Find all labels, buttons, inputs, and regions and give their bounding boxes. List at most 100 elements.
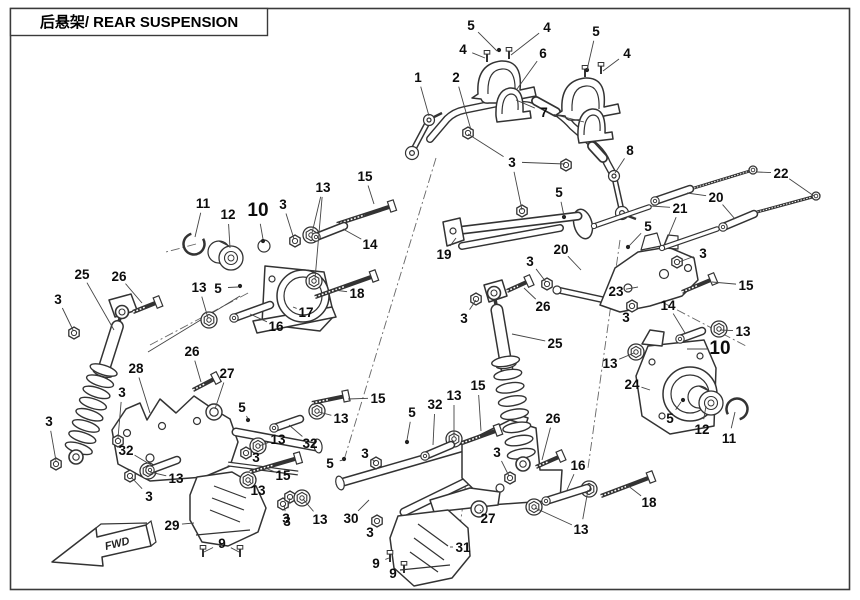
stabilizer-clamp-outer-right (555, 77, 621, 121)
leader-line (449, 237, 457, 247)
callout-26: 26 (535, 299, 551, 314)
leader-line (86, 282, 115, 331)
leader-line (50, 430, 57, 462)
upper-arm (442, 208, 594, 250)
leader-line (134, 454, 152, 466)
callout-3: 3 (622, 310, 630, 325)
fwd-arrow: FWD (51, 519, 157, 567)
callout-15: 15 (470, 378, 486, 393)
stabilizer-bushing-clamp-right (577, 108, 614, 144)
nut (516, 204, 528, 218)
bushing (470, 500, 488, 518)
leader-line (469, 299, 477, 310)
leader-line (501, 460, 510, 477)
bolt (314, 269, 380, 299)
bearing-carrier-right (635, 329, 718, 435)
callout-3: 3 (366, 525, 374, 540)
leader-line (641, 386, 651, 391)
callout-6: 6 (539, 46, 547, 61)
leader-line (534, 507, 573, 526)
callout-32: 32 (118, 443, 133, 458)
leader-line (719, 329, 734, 332)
leader-line (560, 201, 565, 217)
callout-17: 17 (298, 305, 313, 320)
callout-28: 28 (128, 361, 144, 376)
small-bolt (483, 50, 491, 62)
callout-16: 16 (570, 458, 586, 473)
callout-20: 20 (553, 242, 568, 257)
callout-13: 13 (573, 522, 589, 537)
spacer-sleeve (269, 414, 305, 433)
leader-line (788, 178, 815, 197)
callout-15: 15 (370, 391, 386, 406)
callout-5: 5 (666, 411, 674, 426)
callout-31: 31 (455, 540, 471, 555)
leader-line (675, 401, 682, 411)
leader-line (194, 212, 202, 238)
leader-line (420, 86, 430, 117)
callout-3: 3 (460, 311, 468, 326)
callout-20: 20 (708, 190, 723, 205)
page-frame (9, 7, 851, 591)
flange-nut (308, 402, 326, 420)
nut (370, 456, 382, 470)
callout-1: 1 (414, 70, 422, 85)
spacer-sleeve (541, 483, 592, 506)
small-bolt (386, 550, 394, 562)
callout-10: 10 (709, 338, 730, 359)
callout-2: 2 (452, 70, 460, 85)
callout-3: 3 (699, 246, 707, 261)
callout-18: 18 (349, 286, 365, 301)
callout-9: 9 (372, 556, 380, 571)
leader-line (283, 504, 286, 512)
callout-3: 3 (508, 155, 516, 170)
callout-19: 19 (436, 247, 451, 262)
leader-line (138, 377, 151, 414)
leader-line (626, 484, 642, 497)
leader-line (372, 459, 376, 463)
callout-27: 27 (219, 366, 234, 381)
callout-10: 10 (247, 200, 268, 221)
leader-line (458, 86, 472, 131)
leader-line (339, 459, 344, 462)
bolt (600, 470, 657, 498)
callout-3: 3 (493, 445, 501, 460)
leader-line (227, 286, 239, 288)
nut (470, 292, 482, 306)
nut (371, 514, 383, 528)
callout-21: 21 (672, 201, 688, 216)
callout-22: 22 (773, 166, 788, 181)
callout-13: 13 (315, 180, 331, 195)
snap-ring (182, 232, 206, 256)
leader-line (214, 382, 225, 410)
small-bolt (400, 561, 408, 573)
callout-5: 5 (592, 24, 600, 39)
callout-4: 4 (623, 46, 631, 61)
leader-line (672, 313, 686, 334)
leader-line (664, 217, 677, 245)
leader-line (650, 205, 671, 208)
leader-line (510, 32, 540, 56)
callout-3: 3 (282, 511, 290, 526)
leader-line (333, 289, 348, 293)
leader-line (311, 196, 322, 234)
callout-25: 25 (547, 336, 563, 351)
leader-line (602, 58, 620, 72)
callout-9: 9 (389, 566, 397, 581)
screw-dot (680, 397, 686, 403)
leader-line (467, 133, 504, 158)
callout-13: 13 (250, 483, 266, 498)
nut (68, 326, 80, 340)
title-box: 后悬架/ REAR SUSPENSION (9, 7, 269, 37)
leader-line (259, 223, 264, 240)
callout-26: 26 (111, 269, 127, 284)
leader-line (61, 307, 74, 331)
flange-nut (249, 437, 267, 455)
nut (560, 158, 572, 172)
leader-line (614, 158, 625, 174)
callout-13: 13 (446, 388, 462, 403)
callout-26: 26 (545, 411, 561, 426)
leader-line (566, 473, 575, 491)
bearing-carrier-left (252, 239, 337, 334)
